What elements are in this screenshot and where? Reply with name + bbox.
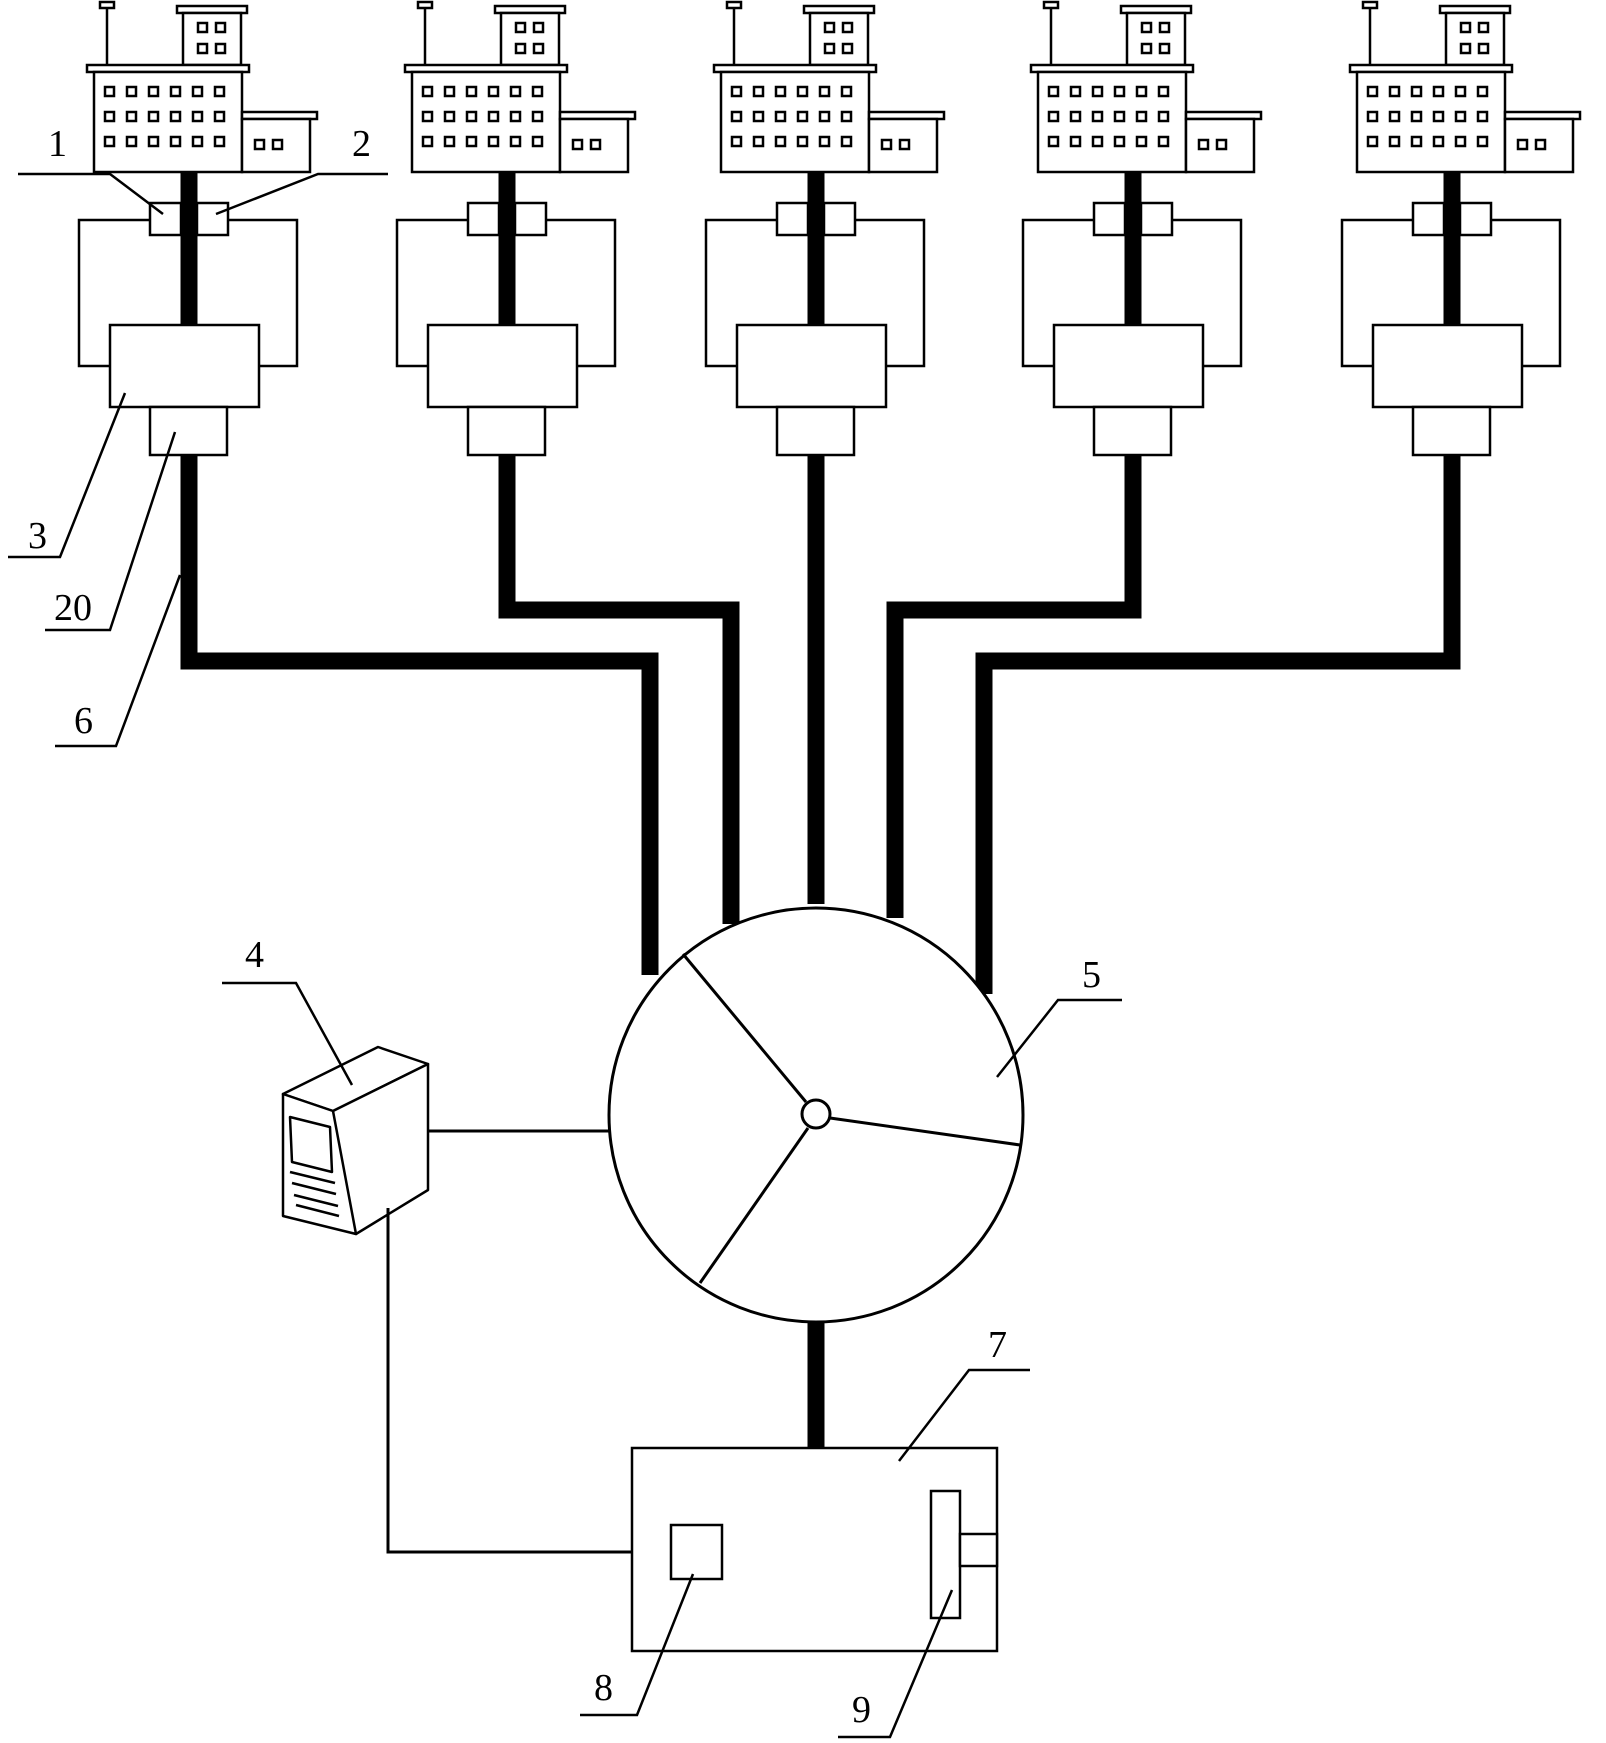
computer-4 [281, 1045, 430, 1236]
factory-building-3 [712, 0, 946, 174]
leader-6 [55, 574, 182, 748]
pipe-network [180, 172, 1461, 1448]
pipe-6-branch-2 [498, 455, 740, 924]
module-8 [669, 1523, 724, 1581]
label-9: 9 [852, 1689, 871, 1731]
factory-building-4 [1029, 0, 1263, 174]
signal-wires [386, 1129, 632, 1554]
leader-lines [8, 172, 1122, 1739]
mixer-blade-3 [698, 1127, 810, 1284]
controller-3 [108, 323, 261, 409]
leader-7 [898, 1368, 1030, 1462]
label-5: 5 [1082, 954, 1101, 996]
label-8: 8 [594, 1667, 613, 1709]
leader-2 [215, 172, 388, 216]
module-9-connector [958, 1532, 999, 1568]
sensor-2 [195, 201, 230, 237]
leader-4 [222, 981, 354, 1086]
tank-7 [630, 1446, 999, 1653]
pipe-6-branch-1 [180, 455, 659, 975]
station-unit-2 [395, 201, 617, 457]
leader-20 [45, 431, 177, 632]
module-9 [929, 1489, 962, 1620]
mixer-5 [607, 906, 1025, 1324]
pipe-6-branch-5 [975, 455, 1461, 994]
station-unit-5 [1340, 201, 1562, 457]
leader-1 [18, 172, 164, 215]
leader-5 [996, 998, 1122, 1078]
mixer-blade-1 [681, 953, 808, 1103]
label-6: 6 [74, 700, 93, 742]
label-3: 3 [28, 515, 47, 557]
station-unit-1 [77, 201, 299, 457]
valve-20 [148, 405, 229, 457]
signal-loop-1 [77, 218, 152, 368]
station-units [77, 201, 1562, 457]
signal-loop-2 [226, 218, 299, 368]
factories [85, 0, 1582, 174]
factory-building-1 [85, 0, 319, 174]
mixer-hub [800, 1098, 832, 1130]
factory-building-5 [1348, 0, 1582, 174]
label-7: 7 [988, 1324, 1007, 1366]
pipe-6-branch-4 [886, 455, 1142, 918]
label-4: 4 [245, 934, 264, 976]
label-20: 20 [54, 587, 92, 629]
mixer-blade-2 [829, 1116, 1021, 1147]
wire-computer-to-tank [386, 1208, 632, 1554]
computer-screen [288, 1115, 334, 1174]
reference-labels: 1 2 3 20 6 4 5 7 8 9 [28, 123, 1101, 1731]
leader-8 [580, 1573, 695, 1717]
station-unit-4 [1021, 201, 1243, 457]
leader-9 [838, 1589, 954, 1739]
label-2: 2 [352, 123, 371, 165]
station-unit-3 [704, 201, 926, 457]
factory-building-2 [403, 0, 637, 174]
label-1: 1 [48, 123, 67, 165]
leader-3 [8, 392, 127, 559]
